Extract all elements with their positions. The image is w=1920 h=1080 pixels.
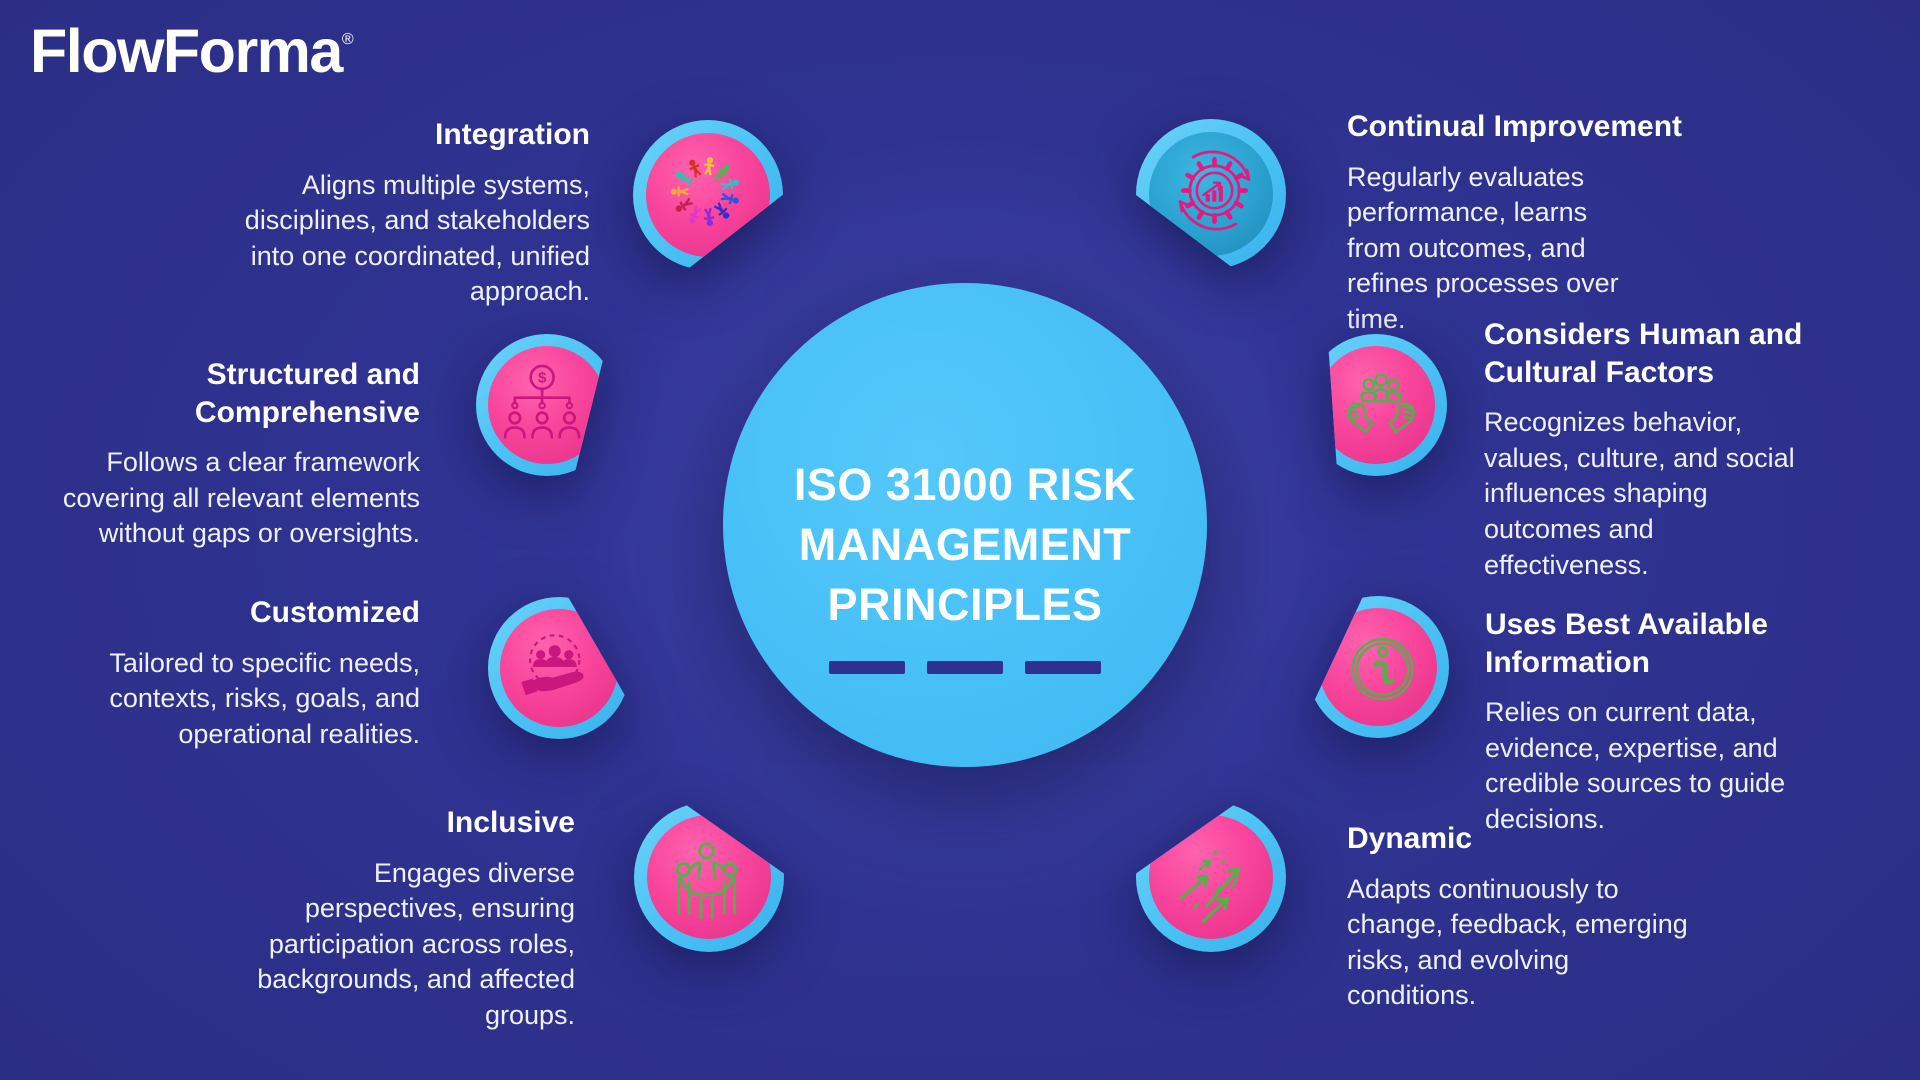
structured-badge: $ <box>476 334 618 476</box>
principle-integration-text: Integration Aligns multiple systems, dis… <box>160 116 590 310</box>
principle-description: Relies on current data, evidence, expert… <box>1485 697 1786 834</box>
title-dash <box>927 660 1003 674</box>
considers-human-badge <box>1305 334 1447 476</box>
inclusive-badge <box>634 802 784 952</box>
integration-badge <box>633 120 783 270</box>
principle-description: Engages diverse perspectives, ensuring p… <box>257 857 575 1031</box>
principle-title: Continual Improvement <box>1347 110 1683 143</box>
principle-structured-text: Structured and Comprehensive Follows a c… <box>0 356 420 552</box>
principle-description: Regularly evaluates performance, learns … <box>1347 161 1619 335</box>
gear-growth-icon <box>1178 149 1250 231</box>
principle-continual-improvement-text: Continual Improvement Regularly evaluate… <box>1347 108 1727 338</box>
title-dashes <box>829 660 1101 674</box>
title-dash <box>829 660 905 674</box>
center-circle: ISO 31000 RISK MANAGEMENT PRINCIPLES <box>723 283 1207 767</box>
principle-dynamic-text: Dynamic Adapts continuously to change, f… <box>1347 820 1747 1014</box>
hands-holding-people-icon <box>1347 373 1415 434</box>
org-chart-dollar-icon: $ <box>503 364 581 439</box>
principle-customized-text: Customized Tailored to specific needs, c… <box>0 594 420 752</box>
principle-title: Structured and Comprehensive <box>194 358 420 429</box>
principle-inclusive-text: Inclusive Engages diverse perspectives, … <box>145 804 575 1034</box>
badge-inner <box>1328 346 1435 464</box>
principle-description: Tailored to specific needs, contexts, ri… <box>109 647 420 749</box>
svg-text:$: $ <box>538 370 547 387</box>
continual-improvement-badge <box>1136 119 1286 269</box>
customized-badge <box>488 597 630 739</box>
page-title: ISO 31000 RISK MANAGEMENT PRINCIPLES <box>794 455 1136 635</box>
hand-holding-people-icon <box>521 634 584 696</box>
principle-title: Uses Best Available Information <box>1485 608 1768 679</box>
logo-text: FlowForma <box>30 17 343 85</box>
principle-title: Customized <box>249 596 420 629</box>
principle-uses-best-information-text: Uses Best Available Information Relies o… <box>1485 606 1845 838</box>
flowforma-logo: FlowForma® <box>30 16 354 86</box>
dynamic-badge <box>1136 802 1286 952</box>
principle-considers-human-text: Considers Human and Cultural Factors Rec… <box>1484 316 1844 583</box>
title-line-3: PRINCIPLES <box>827 578 1103 630</box>
title-line-1: ISO 31000 RISK <box>793 458 1137 510</box>
people-together-icon <box>675 842 737 919</box>
title-line-2: MANAGEMENT <box>798 518 1132 570</box>
principle-title: Considers Human and Cultural Factors <box>1484 318 1803 389</box>
rising-arrows-icon <box>1178 849 1240 923</box>
registered-mark-icon: ® <box>341 31 354 48</box>
principle-description: Follows a clear framework covering all r… <box>62 447 420 549</box>
info-icon <box>1351 638 1414 701</box>
principle-description: Recognizes behavior, values, culture, an… <box>1484 407 1795 580</box>
uses-best-information-badge <box>1307 596 1449 738</box>
principle-description: Aligns multiple systems, disciplines, an… <box>244 169 590 307</box>
principle-title: Integration <box>435 118 590 151</box>
principle-title: Dynamic <box>1347 822 1473 855</box>
diversity-circle-icon <box>670 155 740 227</box>
principle-description: Adapts continuously to change, feedback,… <box>1347 873 1688 1011</box>
title-dash <box>1025 660 1101 674</box>
principle-title: Inclusive <box>446 806 575 839</box>
